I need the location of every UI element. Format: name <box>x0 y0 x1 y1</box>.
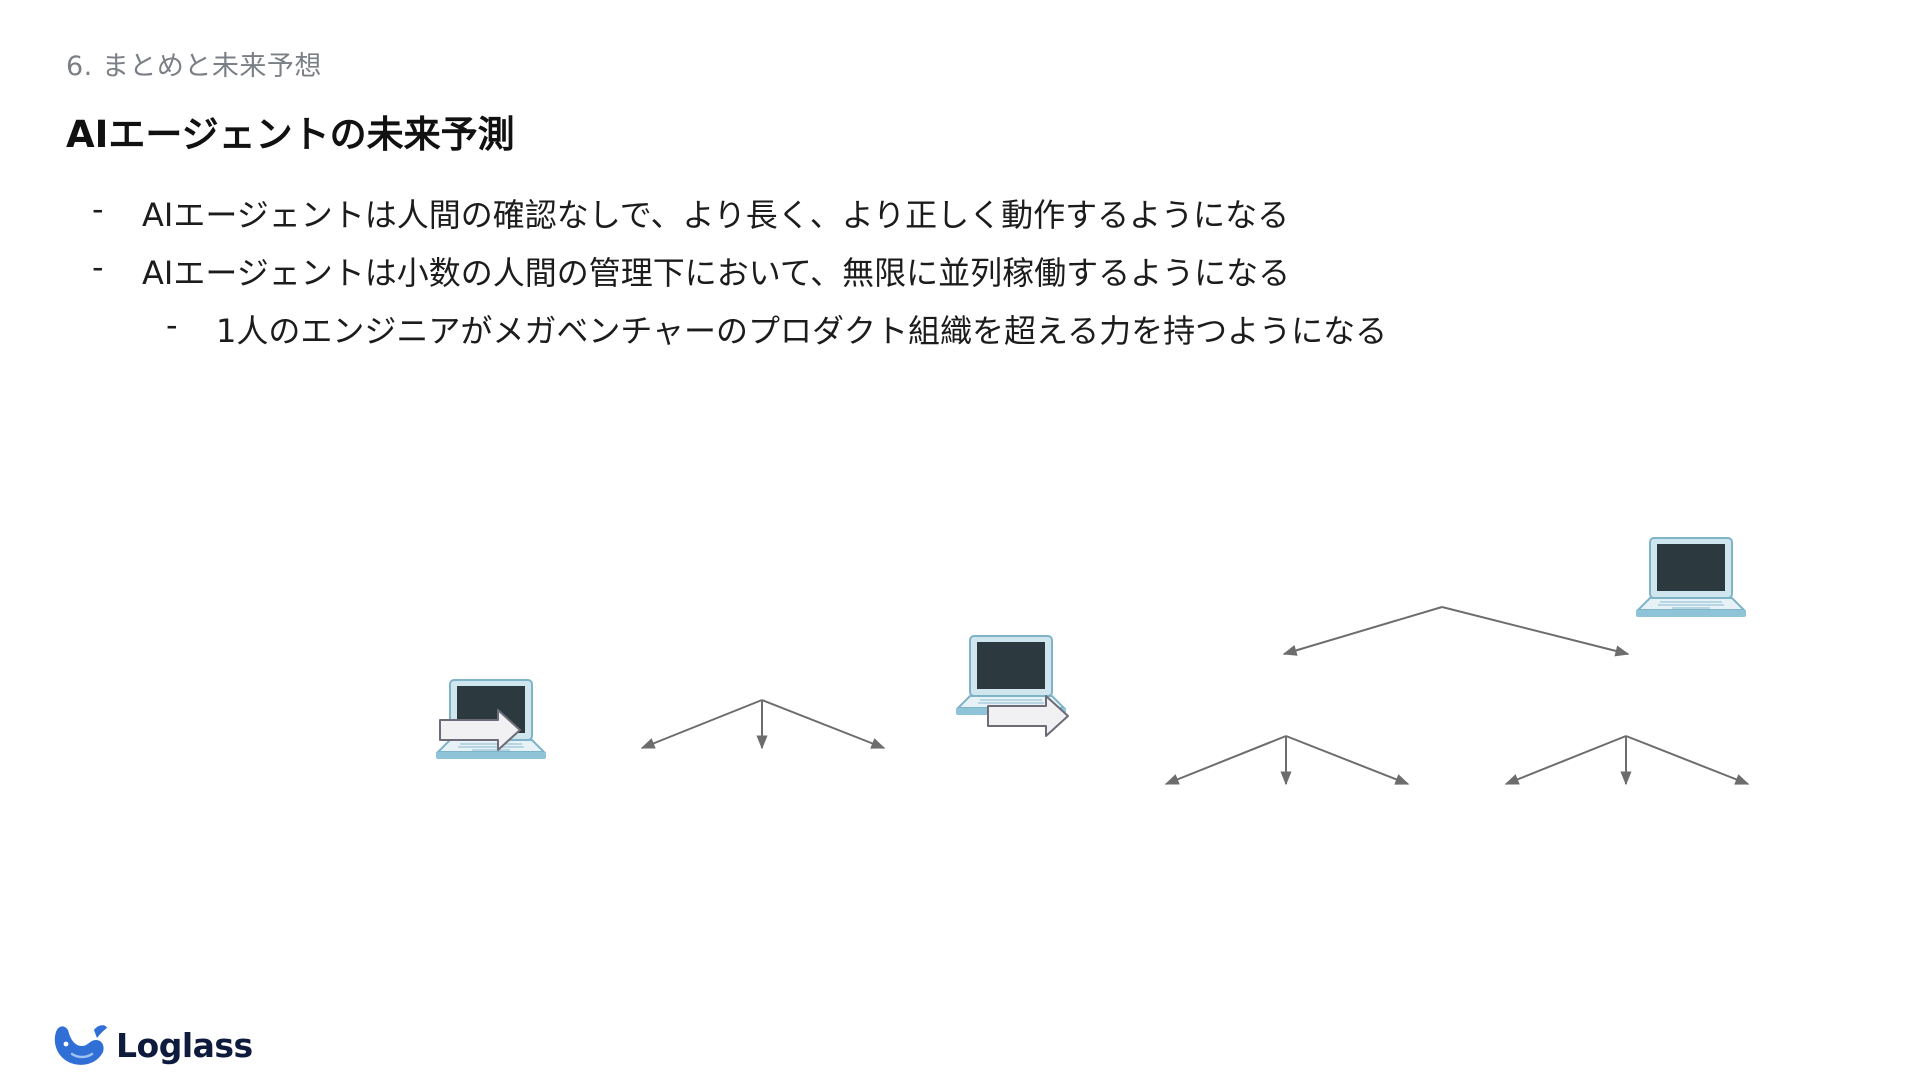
fanout-arrows <box>640 699 886 750</box>
bullet-text: AIエージェントは小数の人間の管理下において、無限に並列稼働するようになる <box>142 254 1291 292</box>
whale-icon <box>54 1025 107 1065</box>
bullet-dash: - <box>92 248 104 286</box>
laptop-icon <box>1635 537 1747 618</box>
bullet-text: 1人のエンジニアがメガベンチャーのプロダクト組織を超える力を持つようになる <box>216 312 1388 350</box>
bullet-dash: - <box>166 306 178 344</box>
slide-title: AIエージェントの未来予測 <box>66 113 515 156</box>
brand-logo: Loglass <box>50 1020 253 1070</box>
fanout-arrows <box>1164 606 1750 786</box>
bullet-dash: - <box>92 190 104 228</box>
bullet-text: AIエージェントは人間の確認なしで、より長く、より正しく動作するようになる <box>142 196 1290 234</box>
brand-name: Loglass <box>116 1025 253 1065</box>
section-label: 6. まとめと未来予想 <box>66 51 322 82</box>
